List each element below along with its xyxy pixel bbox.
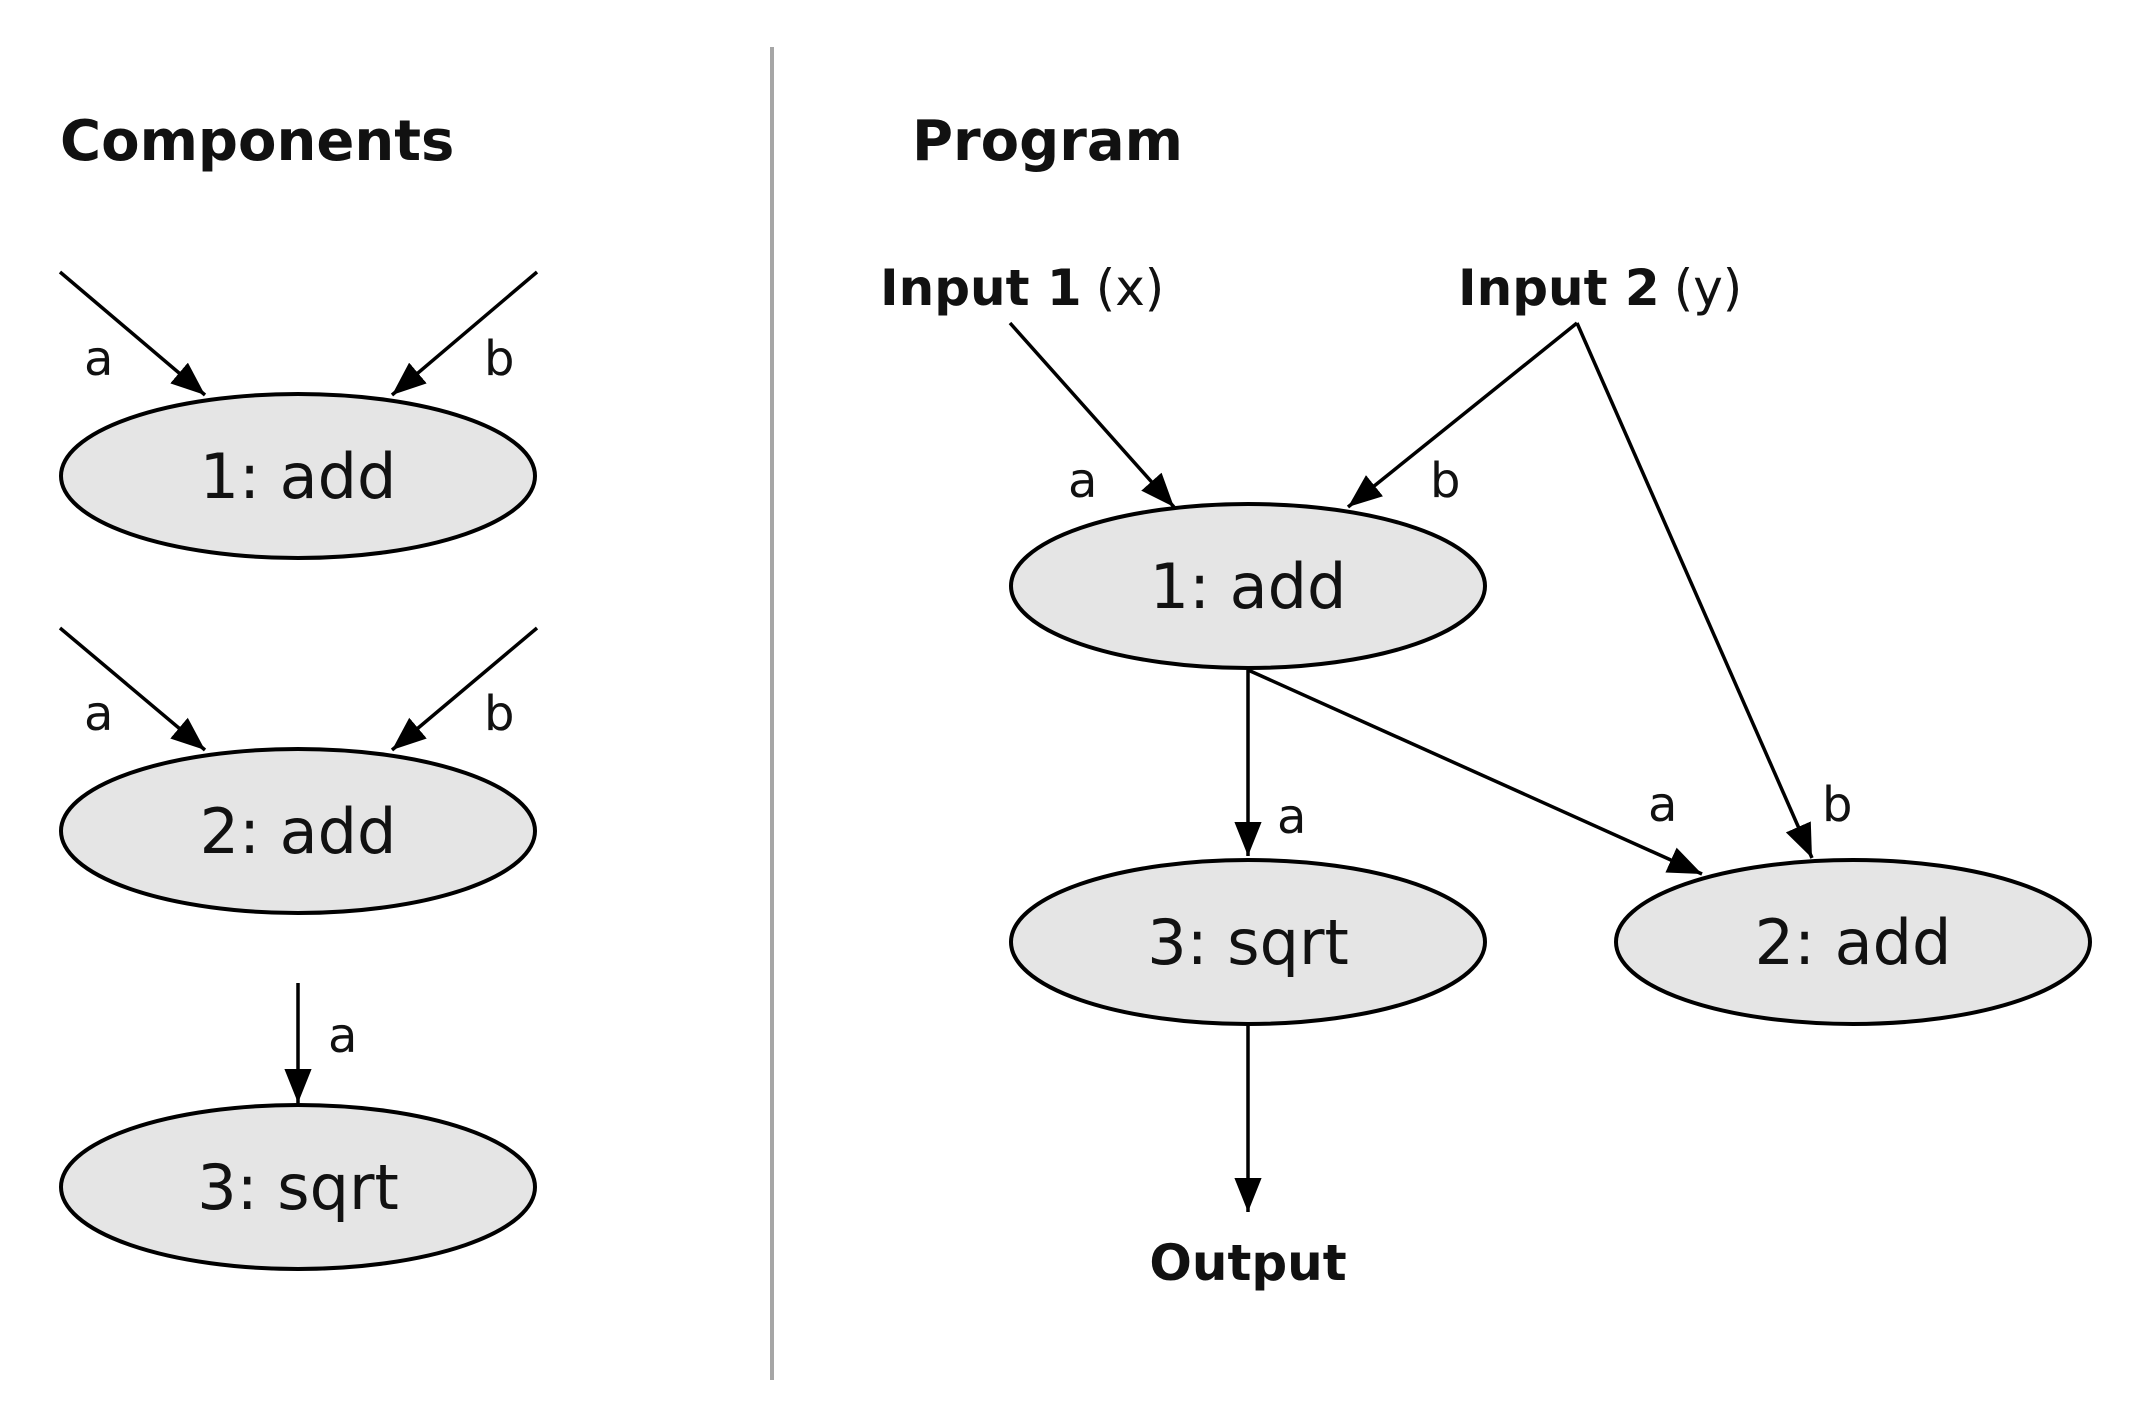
program-input-1-name: Input 1 [880,259,1082,317]
program-label-n1-a: a [1068,453,1097,509]
program-input-2-name: Input 2 [1458,259,1660,317]
components-edge-n1-a [58,270,207,397]
components-edge-n2-a [58,626,207,752]
program-panel: Program Input 1(x) Input 2(y) a b a a b … [880,109,2092,1292]
components-node-1 [59,392,537,560]
components-node-1-label: 1: add [200,440,397,513]
program-node-2 [1614,858,2092,1026]
components-label-n1-b: b [484,331,514,387]
components-edge-n2-b [390,626,539,752]
components-title: Components [60,109,454,174]
program-input-2-var: (y) [1674,259,1743,317]
components-node-3-label: 3: sqrt [197,1151,399,1224]
program-edge-input2-to-n1-b [1346,321,1579,509]
components-label-n1-a: a [84,331,113,387]
program-input-2: Input 2(y) [1458,259,1742,317]
components-edge-n1-b [390,270,539,397]
program-label-n2-a: a [1648,777,1677,833]
program-edge-n1-to-n2-a [1247,668,1703,876]
program-edge-input2-to-n2-b [1575,322,1814,859]
program-label-n3-a: a [1277,789,1306,845]
program-node-3 [1009,858,1487,1026]
program-input-1: Input 1(x) [880,259,1164,317]
program-output: Output [1149,1234,1346,1292]
program-node-1 [1009,502,1487,670]
program-label-n1-b: b [1430,453,1460,509]
program-label-n2-b: b [1822,777,1852,833]
program-edge-input1-to-n1-a [1008,321,1176,509]
components-node-2 [59,747,537,915]
components-label-n2-b: b [484,686,514,742]
components-label-n2-a: a [84,686,113,742]
program-node-2-label: 2: add [1755,906,1952,979]
program-title: Program [912,109,1183,174]
components-label-n3-a: a [328,1008,357,1064]
components-panel: Components a b 1: add a b 2: add a 3: sq… [58,109,539,1271]
program-node-1-label: 1: add [1150,550,1347,623]
components-node-3 [59,1103,537,1271]
components-node-2-label: 2: add [200,795,397,868]
program-node-3-label: 3: sqrt [1147,906,1349,979]
program-input-1-var: (x) [1096,259,1165,317]
